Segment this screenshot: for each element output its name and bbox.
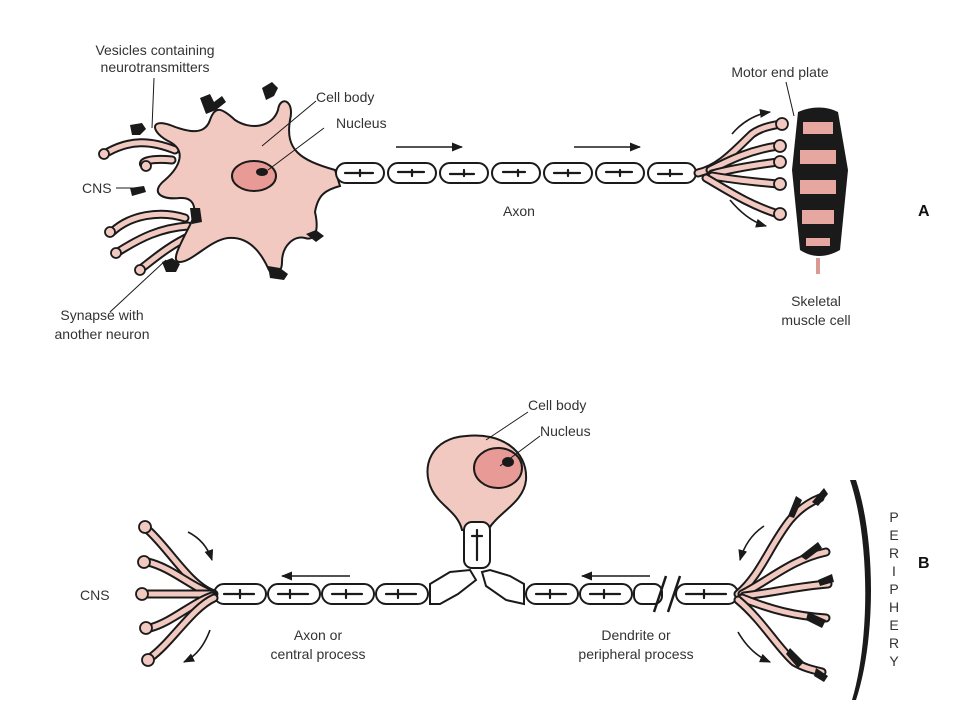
panel-b-label-axon: Axon or: [294, 627, 343, 643]
panel-b-sensory-neuron: Cell body Nucleus CNS Axon or central pr…: [80, 397, 930, 700]
panel-b-nucleus: [473, 447, 523, 489]
panel-b-letter: B: [918, 555, 930, 572]
panel-a-motor-neuron: Vesicles containing neurotransmitters Ce…: [55, 42, 930, 342]
panel-a-soma-processes: [130, 82, 324, 280]
panel-b-label-cell-body: Cell body: [528, 397, 586, 413]
panel-a-label-skeletal: Skeletal: [791, 293, 841, 309]
panel-a-dendrites: [98, 138, 197, 276]
panel-a-letter: A: [918, 203, 930, 220]
periphery-letter: P: [889, 581, 898, 597]
panel-b-cns-branches: [135, 520, 219, 667]
panel-a-axon: [335, 162, 697, 184]
periphery-letter: R: [889, 545, 899, 561]
panel-b-central-process: [213, 568, 478, 605]
panel-a-label-synapse-2: another neuron: [55, 326, 150, 342]
periphery-letter: H: [889, 599, 899, 615]
periphery-letter: R: [889, 635, 899, 651]
panel-b-periphery-label: P E R I P H E R Y: [889, 509, 899, 669]
panel-b-label-nucleus: Nucleus: [540, 423, 591, 439]
panel-b-label-dendrite-2: peripheral process: [578, 646, 693, 662]
panel-a-label-vesicles: Vesicles containing: [95, 42, 214, 58]
panel-b-label-dendrite: Dendrite or: [601, 627, 671, 643]
panel-a-label-axon: Axon: [503, 203, 535, 219]
periphery-letter: I: [892, 563, 896, 579]
panel-a-nucleus: [231, 160, 277, 192]
panel-a-label-motor-end-plate: Motor end plate: [731, 64, 828, 80]
panel-a-label-nucleus: Nucleus: [336, 115, 387, 131]
panel-a-label-cell-body: Cell body: [316, 89, 374, 105]
panel-a-label-muscle-cell: muscle cell: [781, 312, 850, 328]
periphery-letter: E: [889, 617, 898, 633]
panel-b-periphery-boundary: [850, 480, 871, 700]
periphery-letter: P: [889, 509, 898, 525]
panel-a-label-synapse: Synapse with: [60, 307, 143, 323]
periphery-letter: E: [889, 527, 898, 543]
panel-a-axon-terminals: [693, 117, 789, 221]
panel-b-peripheral-process: [480, 568, 739, 613]
panel-b-label-cns: CNS: [80, 587, 110, 603]
panel-a-skeletal-muscle-cell: [792, 107, 848, 274]
panel-a-label-vesicles-2: neurotransmitters: [101, 59, 210, 75]
panel-a-label-cns: CNS: [82, 180, 112, 196]
panel-b-label-axon-2: central process: [271, 646, 366, 662]
periphery-letter: Y: [889, 653, 899, 669]
panel-b-peripheral-endings: [733, 488, 834, 682]
